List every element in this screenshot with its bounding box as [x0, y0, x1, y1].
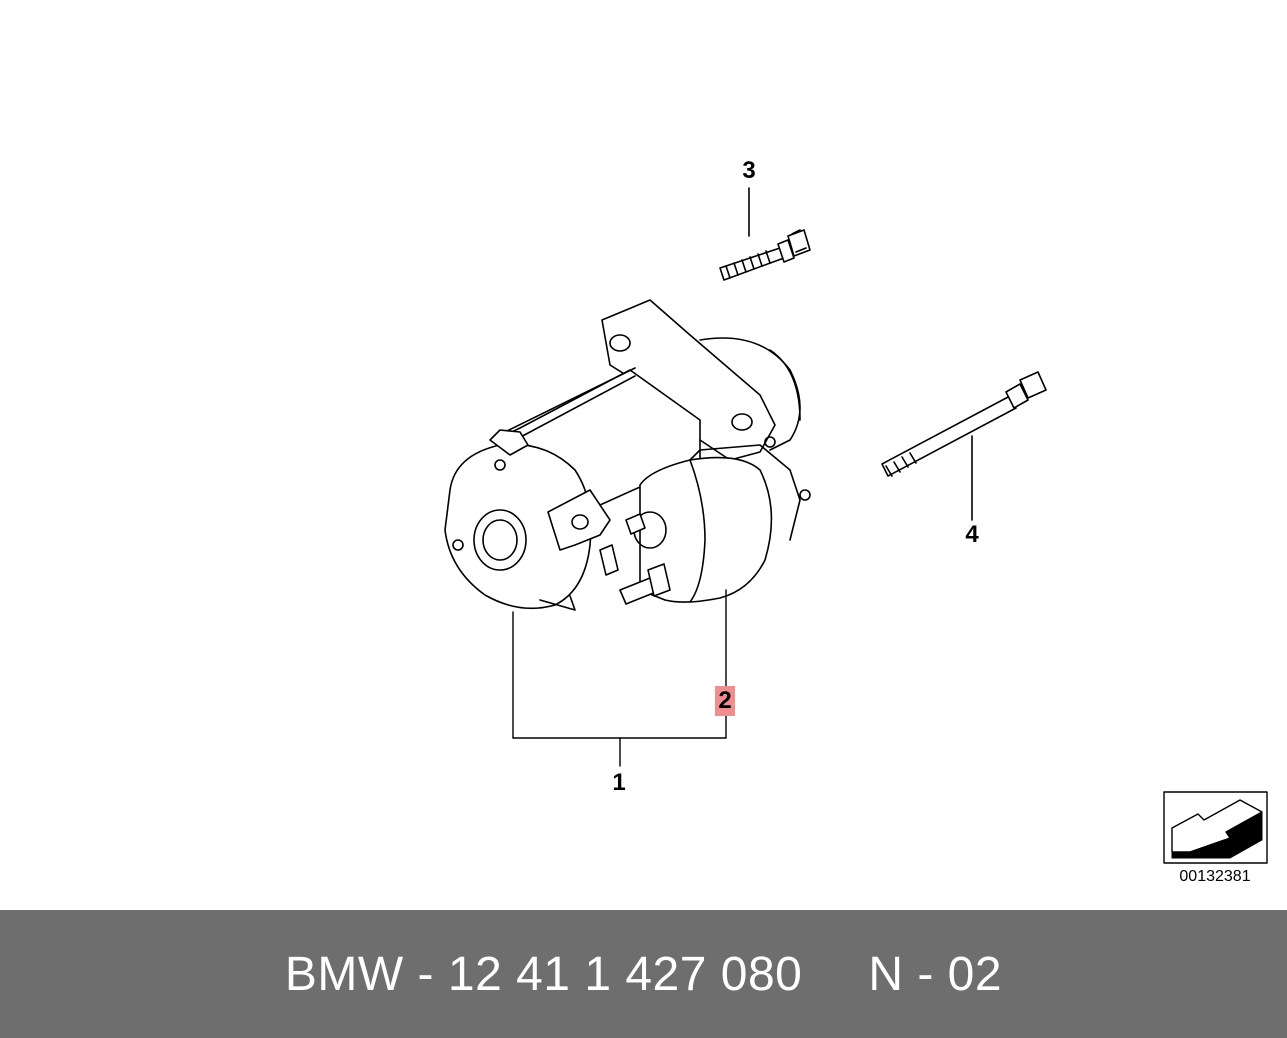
part-number: BMW - 12 41 1 427 080: [284, 947, 803, 1001]
orientation-arrow-icon: [1163, 791, 1268, 864]
starter-motor-illustration: [444, 299, 811, 611]
callout-4: 4: [965, 521, 979, 548]
callout-2-highlighted: 2: [715, 686, 735, 716]
variant-code: N - 02: [868, 947, 1003, 1001]
callout-1: 1: [612, 769, 626, 796]
bolt-long-illustration: [881, 371, 1047, 477]
leader-bracket-1-2: [512, 589, 727, 767]
bolt-short-illustration: [719, 229, 811, 281]
diagram-id-label: 00132381: [1179, 868, 1251, 885]
callout-3: 3: [742, 157, 756, 184]
parts-diagram: [444, 187, 1268, 864]
footer-bar: BMW - 12 41 1 427 080 N - 02: [0, 910, 1287, 1038]
